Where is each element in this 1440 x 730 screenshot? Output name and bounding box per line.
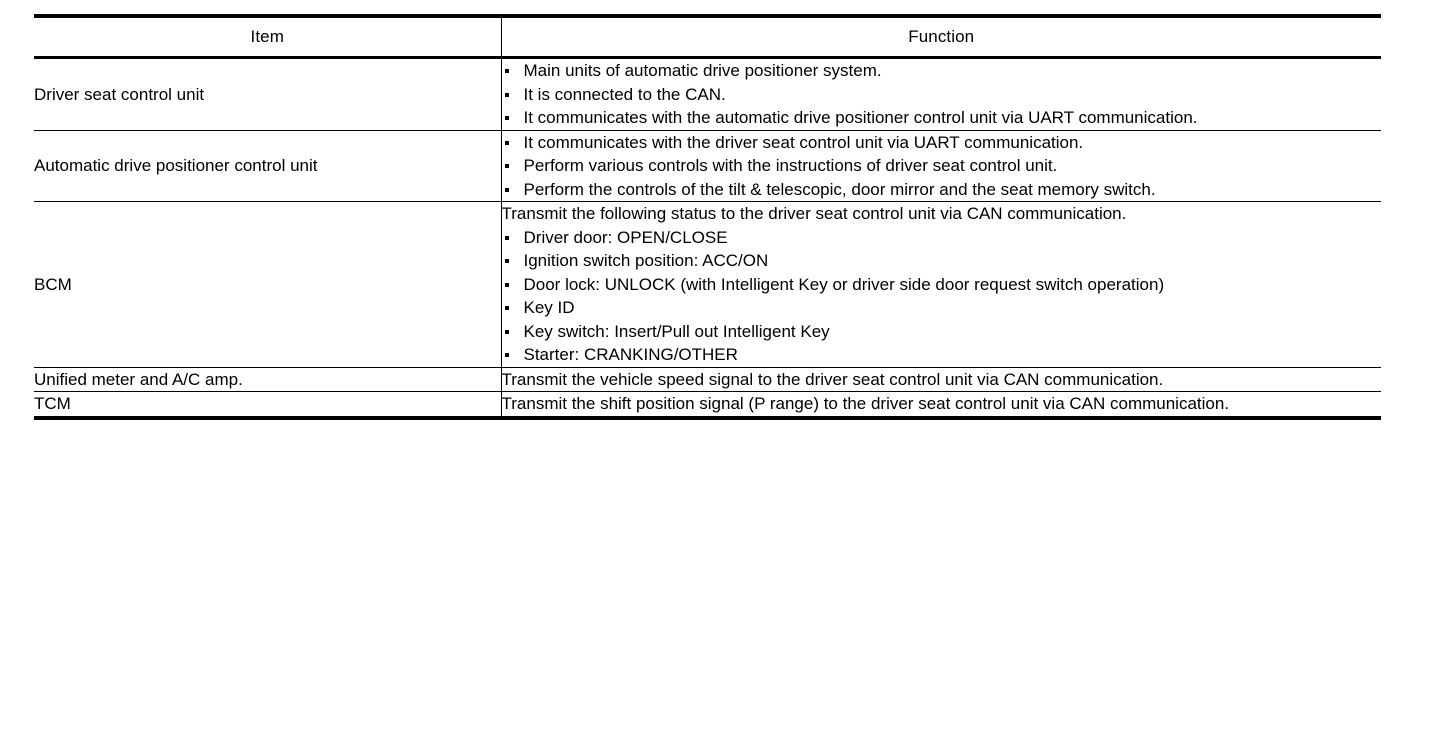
function-bullet-item: Driver door: OPEN/CLOSE [502,226,1382,250]
component-function-table: Item Function Driver seat control unit Ma… [34,14,1381,420]
cell-function: Transmit the following status to the dri… [501,201,1382,368]
function-bullet-list: It communicates with the driver seat con… [502,131,1382,202]
bullet-icon [504,353,509,357]
bullet-icon [504,187,509,192]
bullet-icon [504,92,509,97]
cell-function: Transmit the shift position signal (P ra… [501,391,1381,420]
cell-item: Driver seat control unit [34,57,502,131]
cell-item: TCM [34,391,502,420]
bullet-icon [504,235,509,240]
function-bullet-item: Perform various controls with the instru… [502,154,1382,178]
cell-function: Transmit the vehicle speed signal to the… [501,367,1381,392]
function-intro-text: Transmit the vehicle speed signal to the… [501,369,1164,389]
table-row: Driver seat control unit Main units of au… [34,57,1382,131]
bullet-icon [504,306,509,310]
bullet-icon [504,282,509,287]
table-header: Item Function [34,14,1381,59]
function-intro-text: Transmit the shift position signal (P ra… [501,394,1230,413]
function-bullet-text: Main units of automatic drive positioner… [523,61,882,80]
cell-function: It communicates with the driver seat con… [501,130,1381,202]
function-bullet-text: It communicates with the driver seat con… [523,132,1084,152]
table-row: Automatic drive positioner control unit I… [34,130,1381,202]
bullet-icon [504,140,509,145]
function-bullet-text: Starter: CRANKING/OTHER [523,345,738,364]
function-bullet-text: Key ID [523,298,575,317]
function-intro-text: Transmit the following status to the dri… [501,204,1127,223]
function-bullet-text: It is connected to the CAN. [523,84,726,104]
bullet-icon [504,164,509,168]
item-label: TCM [34,394,71,413]
function-bullet-text: Perform the controls of the tilt & teles… [523,179,1156,199]
bullet-icon [504,329,509,334]
bullet-icon [504,69,509,73]
function-bullet-text: Door lock: UNLOCK (with Intelligent Key … [523,274,1165,294]
item-label: Driver seat control unit [34,84,205,104]
function-bullet-item: Key ID [502,296,1382,320]
table-row: Unified meter and A/C amp. Transmit the v… [34,367,1381,392]
function-bullet-text: Ignition switch position: ACC/ON [523,251,769,270]
table-header-row: Item Function [34,14,1381,59]
cell-item: Automatic drive positioner control unit [34,130,502,202]
bullet-icon [504,259,509,263]
column-header-item: Item [34,14,502,59]
table-row: BCM Transmit the following status to the … [34,201,1382,368]
item-label: BCM [34,274,72,294]
function-bullet-text: It communicates with the automatic drive… [523,108,1198,127]
function-bullet-list: Main units of automatic drive positioner… [502,59,1382,130]
column-header-function: Function [501,14,1381,59]
function-bullet-item: Starter: CRANKING/OTHER [502,343,1382,367]
function-bullet-item: Key switch: Insert/Pull out Intelligent … [502,320,1382,344]
function-bullet-item: It communicates with the driver seat con… [502,131,1382,155]
function-bullet-list: Driver door: OPEN/CLOSE Ignition switch p… [502,226,1382,367]
table-row: TCM Transmit the shift position signal (P… [34,391,1381,420]
item-label: Unified meter and A/C amp. [34,369,243,389]
function-bullet-item: It communicates with the automatic drive… [502,106,1382,130]
cell-item: BCM [34,201,502,368]
cell-item: Unified meter and A/C amp. [34,367,502,392]
function-bullet-text: Perform various controls with the instru… [523,156,1058,175]
item-label: Automatic drive positioner control unit [34,156,318,175]
function-bullet-item: Perform the controls of the tilt & teles… [502,178,1382,202]
cell-function: Main units of automatic drive positioner… [501,57,1382,131]
function-bullet-text: Driver door: OPEN/CLOSE [523,227,728,247]
function-bullet-item: Ignition switch position: ACC/ON [502,249,1382,273]
function-bullet-item: It is connected to the CAN. [502,83,1382,107]
function-bullet-item: Main units of automatic drive positioner… [502,59,1382,83]
table-body: Driver seat control unit Main units of au… [34,57,1382,420]
function-bullet-item: Door lock: UNLOCK (with Intelligent Key … [502,273,1382,297]
bullet-icon [504,116,509,120]
function-bullet-text: Key switch: Insert/Pull out Intelligent … [523,321,830,341]
